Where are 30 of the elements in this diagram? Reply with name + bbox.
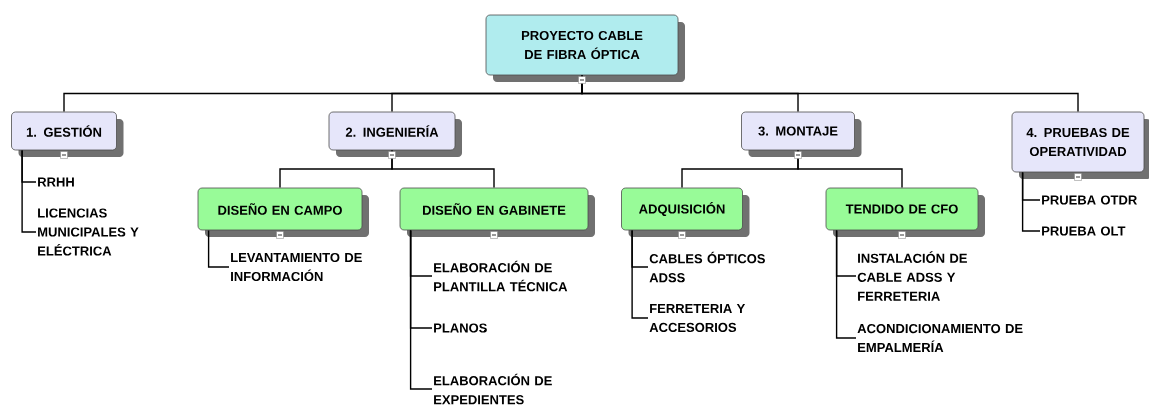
- connector-line: [631, 229, 649, 319]
- connector-line: [1021, 171, 1041, 232]
- connector-line: [409, 229, 433, 390]
- wbs-box: PROYECTO CABLE DE FIBRA ÓPTICA: [485, 14, 685, 82]
- connector-line: [835, 229, 857, 339]
- connector-line: [21, 149, 37, 233]
- wbs-box: DISEÑO EN GABINETE: [399, 187, 595, 237]
- wbs-box: 1. GESTIÓN: [11, 111, 124, 157]
- task-label: ACONDICIONAMIENTO DE EMPALMERÍA: [857, 323, 1023, 353]
- task-label: PRUEBA OLT: [1042, 226, 1126, 236]
- connector-line: [797, 149, 903, 189]
- connector-line: [391, 149, 495, 189]
- task-label: RRHH: [38, 177, 74, 187]
- wbs-box: TENDIDO DE CFO: [825, 187, 985, 237]
- wbs-box: 4. PRUEBAS DE OPERATIVIDAD: [1011, 111, 1149, 179]
- connector-line: [581, 74, 1079, 113]
- wbs-box: ADQUISICIÓN: [621, 187, 750, 237]
- task-label: ELABORACIÓN DE PLANTILLA TÉCNICA: [434, 260, 568, 292]
- task-label: PRUEBA OTDR: [1042, 195, 1137, 205]
- task-label: PLANOS: [434, 323, 487, 333]
- task-label: INSTALACIÓN DE CABLE ADSS Y FERRETERIA: [857, 251, 967, 301]
- wbs-box: DISEÑO EN CAMPO: [197, 187, 369, 237]
- wbs-box: 3. MONTAJE: [741, 111, 862, 157]
- task-label: ELABORACIÓN DE EXPEDIENTES: [434, 373, 552, 405]
- task-label: LEVANTAMIENTO DE INFORMACIÓN: [231, 252, 362, 282]
- task-label: FERRETERIA Y ACCESORIOS: [649, 304, 746, 333]
- connector-line: [207, 229, 230, 268]
- task-label: LICENCIAS MUNICIPALES Y ELÉCTRICA: [38, 208, 139, 256]
- task-label: CABLES ÓPTICOS ADSS: [649, 251, 765, 283]
- wbs-box: 2. INGENIERÍA: [328, 111, 462, 157]
